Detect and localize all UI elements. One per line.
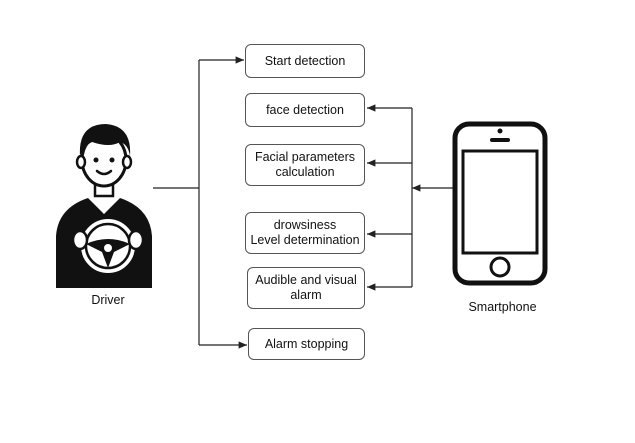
facial-parameters-box: Facial parameters calculation	[245, 144, 365, 186]
drowsiness-level-box: drowsiness Level determination	[245, 212, 365, 254]
driver-icon	[56, 124, 152, 288]
face-detection-box: face detection	[245, 93, 365, 127]
smartphone-icon	[452, 121, 548, 286]
start-detection-box: Start detection	[245, 44, 365, 78]
audible-visual-alarm-box: Audible and visual alarm	[247, 267, 365, 309]
alarm-stopping-box: Alarm stopping	[248, 328, 365, 360]
smartphone-label: Smartphone	[468, 300, 537, 314]
driver-label: Driver	[91, 293, 125, 307]
